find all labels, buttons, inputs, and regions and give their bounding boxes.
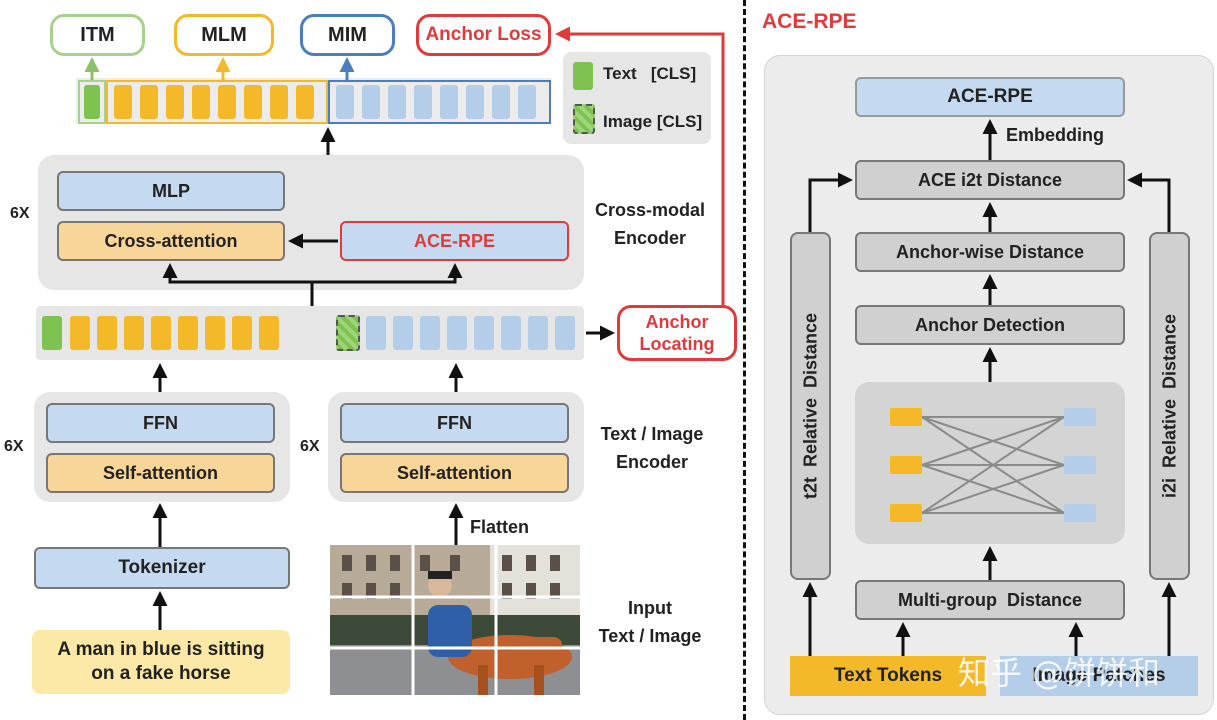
output-image-token (440, 85, 458, 119)
fork-to-ace-rpe (312, 263, 463, 284)
ace-i2t-distance-block: ACE i2t Distance (855, 160, 1125, 200)
text-token (259, 316, 279, 350)
mim-head: MIM (300, 14, 395, 56)
matching-lines (921, 416, 1065, 514)
anchor-detection-block: Anchor Detection (855, 305, 1125, 345)
mlm-token-frame (106, 80, 328, 124)
arrow-i2i-to-i2t (1127, 172, 1171, 232)
tokenizer-block: Tokenizer (34, 547, 290, 589)
image-token (393, 316, 413, 350)
anchor-locating-box: Anchor Locating (617, 305, 737, 361)
output-text-token (296, 85, 314, 119)
image-token (501, 316, 521, 350)
input-text-image-label: Input Text / Image (580, 594, 720, 650)
image-ffn-block: FFN (340, 403, 569, 443)
text-token (97, 316, 117, 350)
text-ffn-block: FFN (46, 403, 275, 443)
output-cls-token (84, 85, 100, 119)
legend-text-cls-swatch (573, 62, 593, 90)
mlp-block: MLP (57, 171, 285, 211)
text-token (70, 316, 90, 350)
ace-rpe-output-block: ACE-RPE (855, 77, 1125, 117)
cross-modal-label-line2: Encoder (613, 228, 687, 248)
watermark: 知乎 @饼饼和 (958, 654, 1161, 692)
image-patches-block: Image Patches (1000, 656, 1198, 696)
output-image-token (336, 85, 354, 119)
legend-text-cls-label: Text [CLS] (603, 64, 697, 83)
legend-image-cls-label: Image [CLS] (603, 112, 703, 131)
matching-image-tokens (1064, 408, 1096, 522)
anchor-wise-distance-block: Anchor-wise Distance (855, 232, 1125, 272)
image-token (366, 316, 386, 350)
output-image-token (518, 85, 536, 119)
output-image-token (414, 85, 432, 119)
mim-token-frame (328, 80, 551, 124)
image-self-attention-block: Self-attention (340, 453, 569, 493)
ace-rpe-title: ACE-RPE (762, 10, 857, 33)
text-self-attention-block: Self-attention (46, 453, 275, 493)
input-caption: A man in blue is sitting on a fake horse (32, 630, 290, 694)
input-label-line1: Input (628, 598, 672, 618)
flatten-label: Flatten (470, 517, 530, 537)
cross-modal-label-line1: Cross-modal (594, 200, 706, 220)
mlm-head: MLM (174, 14, 274, 56)
text-token (151, 316, 171, 350)
encoder-label-line2: Encoder (615, 452, 689, 472)
text-token (205, 316, 225, 350)
output-image-token (388, 85, 406, 119)
fork-to-cross-modal (162, 263, 314, 306)
arrow-anchor-locating-to-loss (555, 26, 725, 305)
text-tokens-block: Text Tokens (790, 656, 986, 696)
encoder-label-line1: Text / Image (600, 424, 704, 444)
ace-rpe-block: ACE-RPE (340, 221, 569, 261)
cross-modal-repeat: 6X (10, 205, 30, 222)
multi-group-distance-block: Multi-group Distance (855, 580, 1125, 620)
input-image-illustration (330, 545, 580, 695)
matching-text-tokens (890, 408, 922, 522)
cross-attention-block: Cross-attention (57, 221, 285, 261)
caption-line2: on a fake horse (91, 663, 231, 684)
output-text-token (192, 85, 210, 119)
text-token (178, 316, 198, 350)
image-token (474, 316, 494, 350)
text-image-encoder-label: Text / Image Encoder (582, 420, 722, 476)
text-token (232, 316, 252, 350)
arrow-t2t-to-i2t (808, 172, 853, 232)
image-token (555, 316, 575, 350)
image-encoder-repeat: 6X (300, 438, 320, 455)
caption-line1: A man in blue is sitting (57, 639, 265, 660)
i2i-relative-distance-bar (1149, 232, 1190, 580)
output-image-token (362, 85, 380, 119)
anchor-locating-line1: Anchor (645, 312, 709, 332)
itm-head: ITM (50, 14, 145, 56)
image-token (528, 316, 548, 350)
t2t-relative-distance-bar (790, 232, 831, 580)
image-token (447, 316, 467, 350)
section-divider (743, 0, 746, 720)
output-image-token (492, 85, 510, 119)
text-token (124, 316, 144, 350)
anchor-locating-line2: Locating (639, 334, 715, 354)
itm-token-frame (78, 80, 106, 124)
output-text-token (270, 85, 288, 119)
output-text-token (218, 85, 236, 119)
text-encoder-repeat: 6X (4, 438, 24, 455)
legend-image-cls-swatch (573, 104, 595, 134)
image-token (420, 316, 440, 350)
cross-modal-encoder-label: Cross-modal Encoder (585, 196, 715, 252)
output-text-token (166, 85, 184, 119)
output-image-token (466, 85, 484, 119)
text-cls-token (42, 316, 62, 350)
anchor-loss-head: Anchor Loss (416, 14, 551, 56)
input-label-line2: Text / Image (598, 626, 702, 646)
output-text-token (244, 85, 262, 119)
input-image (330, 545, 580, 695)
embedding-label: Embedding (1006, 125, 1104, 145)
image-cls-token (336, 315, 360, 351)
output-text-token (140, 85, 158, 119)
output-text-token (114, 85, 132, 119)
